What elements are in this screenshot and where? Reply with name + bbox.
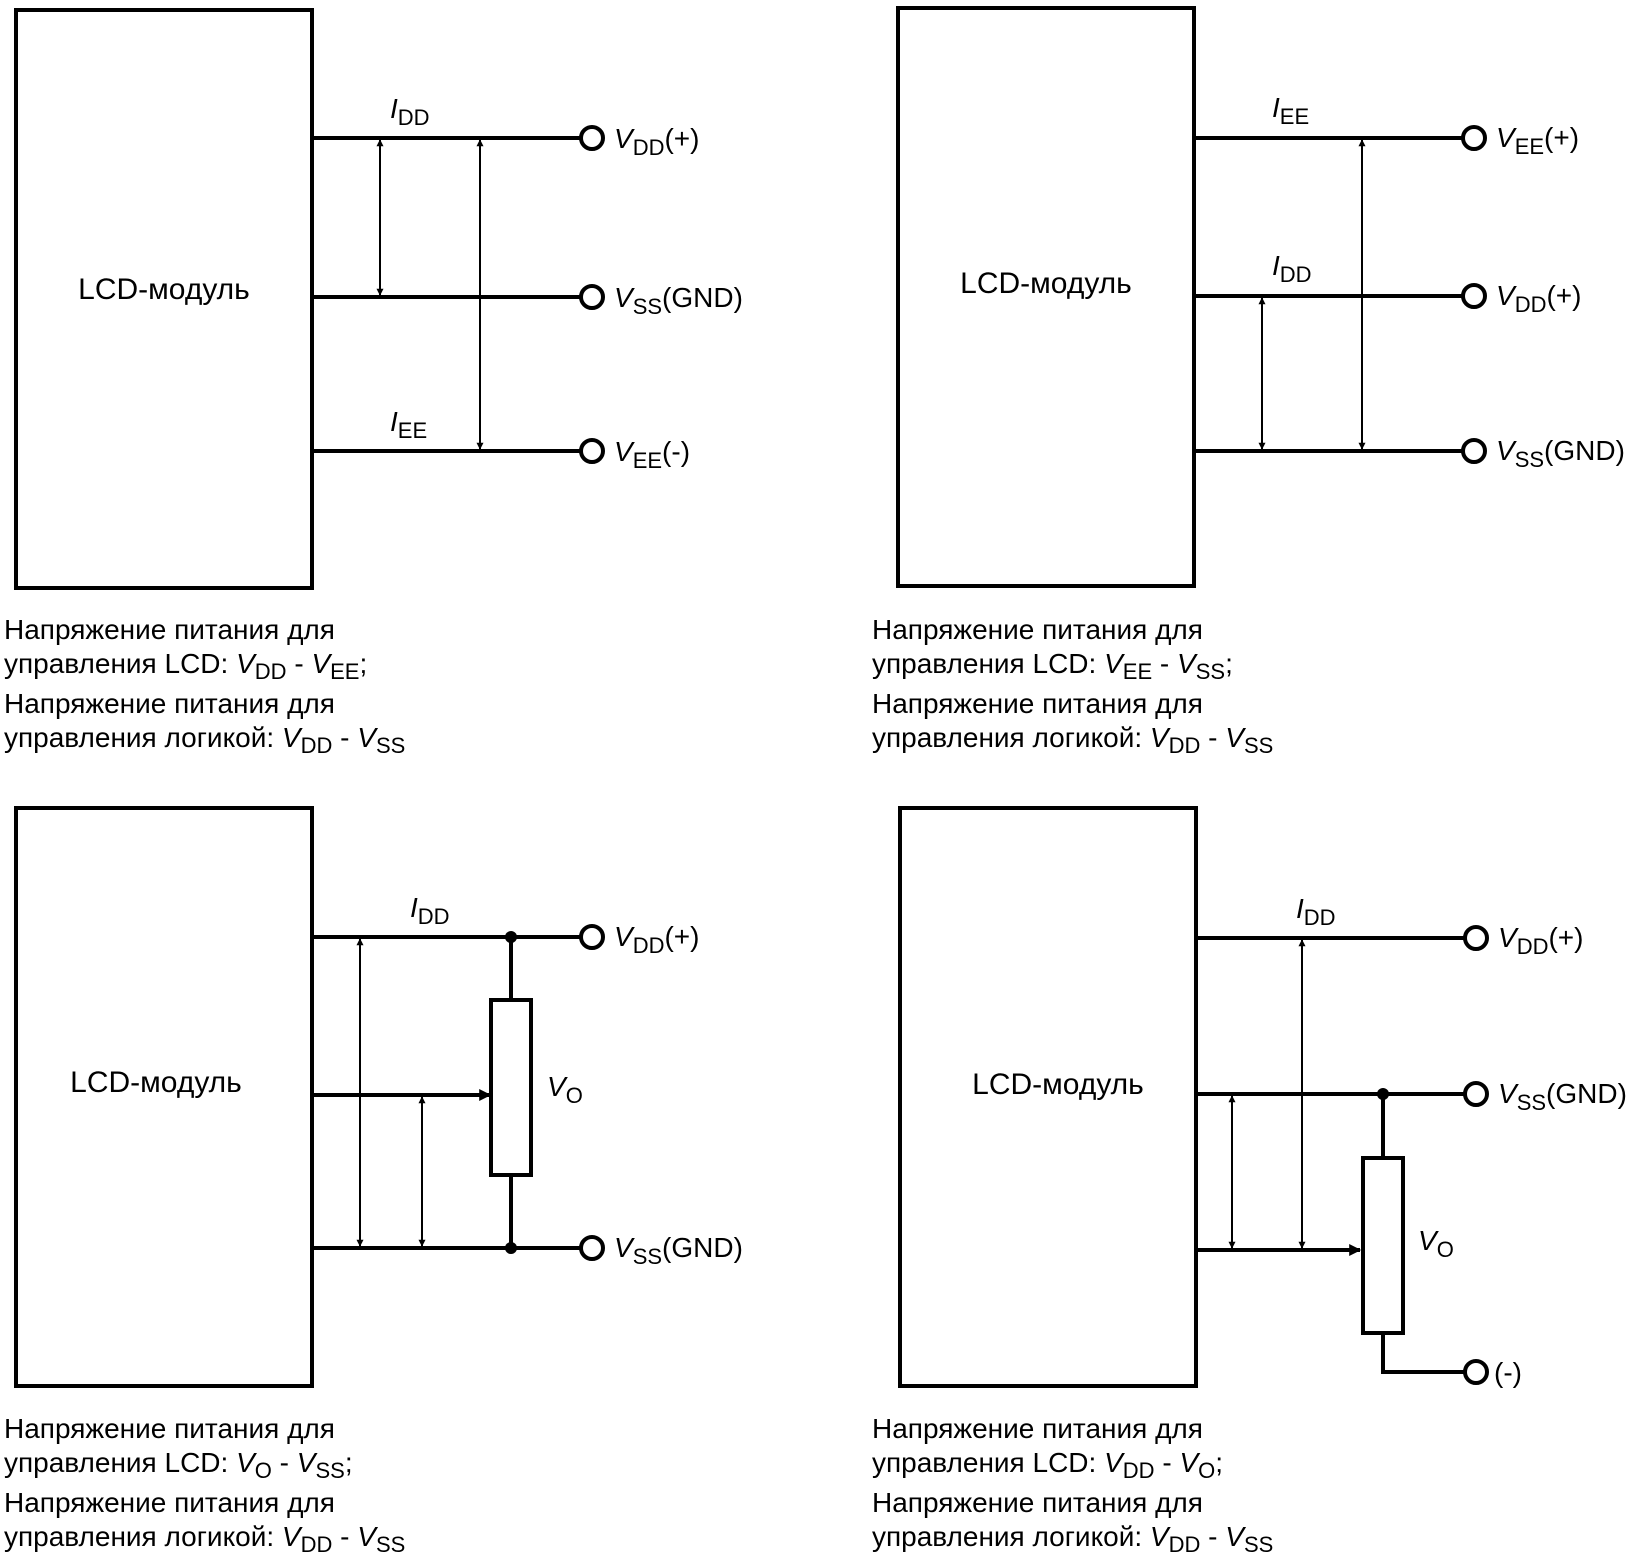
terminal-label-vee: VEE(+) — [1496, 122, 1579, 159]
current-label-idd: IDD — [410, 892, 450, 929]
caption-line: управления LCD: VEE - VSS; — [872, 648, 1233, 684]
resistor-lead-bottom — [1381, 1333, 1464, 1374]
module-label: LCD-модуль — [972, 1068, 1144, 1101]
terminal-label-vdd: VDD(+) — [1496, 280, 1581, 317]
module-label: LCD-модуль — [78, 273, 250, 306]
caption-diagram-4: Напряжение питания для управления LCD: V… — [872, 1412, 1274, 1557]
potentiometer — [489, 998, 533, 1177]
caption-line: Напряжение питания для — [872, 1413, 1203, 1444]
terminal-vdd — [579, 924, 605, 950]
caption-diagram-2: Напряжение питания для управления LCD: V… — [872, 613, 1274, 758]
terminal-vdd — [579, 125, 605, 151]
caption-line: управления LCD: VDD - VO; — [872, 1447, 1224, 1483]
current-label-idd: IDD — [390, 93, 430, 130]
terminal-vee — [579, 438, 605, 464]
terminal-vss — [579, 1235, 605, 1261]
terminal-label-vdd: VDD(+) — [614, 921, 699, 958]
module-label: LCD-модуль — [70, 1066, 242, 1099]
terminal-label-vss: VSS(GND) — [614, 282, 743, 319]
terminal-vee — [1461, 125, 1487, 151]
terminal-label-vee: VEE(-) — [614, 436, 690, 473]
terminal-label-vdd: VDD(+) — [614, 123, 699, 160]
caption-line: Напряжение питания для — [4, 614, 335, 645]
terminal-vss — [1461, 438, 1487, 464]
caption-line: управления логикой: VDD - VSS — [4, 722, 406, 758]
terminal-label-vss: VSS(GND) — [1498, 1078, 1627, 1115]
current-label-iee: IEE — [390, 406, 427, 443]
caption-diagram-1: Напряжение питания для управления LCD: V… — [4, 613, 406, 758]
current-label-idd: IDD — [1272, 250, 1312, 287]
potentiometer — [1361, 1156, 1405, 1335]
caption-line: Напряжение питания для — [4, 1487, 335, 1518]
diagram-1: LCD-модуль IDD IEE VDD(+) VSS(GND) VEE(-… — [14, 8, 743, 590]
caption-line: управления логикой: VDD - VSS — [872, 1521, 1274, 1557]
junction-dot-bottom — [505, 1242, 517, 1254]
caption-line: управления LCD: VO - VSS; — [4, 1447, 353, 1483]
terminal-vss — [579, 284, 605, 310]
caption-line: управления логикой: VDD - VSS — [4, 1521, 406, 1557]
terminal-vdd — [1463, 925, 1489, 951]
diagram-2: LCD-модуль IEE IDD VEE(+) VDD(+) VSS(GND… — [896, 6, 1625, 588]
caption-line: Напряжение питания для — [872, 614, 1203, 645]
resistor-label-vo: VO — [1418, 1225, 1454, 1262]
current-label-idd: IDD — [1296, 893, 1336, 930]
lcd-module-box — [898, 806, 1198, 1388]
caption-diagram-3: Напряжение питания для управления LCD: V… — [4, 1412, 406, 1557]
terminal-vdd — [1461, 283, 1487, 309]
caption-line: управления логикой: VDD - VSS — [872, 722, 1274, 758]
caption-line: Напряжение питания для — [4, 1413, 335, 1444]
junction-dot-top — [505, 931, 517, 943]
terminal-minus — [1463, 1359, 1489, 1385]
resistor-label-vo: VO — [547, 1071, 583, 1108]
terminal-vss — [1463, 1081, 1489, 1107]
current-label-iee: IEE — [1272, 92, 1309, 129]
caption-line: Напряжение питания для — [4, 688, 335, 719]
diagram-3: LCD-модуль IDD VO VDD(+) VSS(GND) — [14, 806, 743, 1388]
terminal-label-minus: (-) — [1494, 1357, 1522, 1388]
terminal-label-vss: VSS(GND) — [614, 1232, 743, 1269]
caption-line: Напряжение питания для — [872, 688, 1203, 719]
caption-line: Напряжение питания для — [872, 1487, 1203, 1518]
terminal-label-vss: VSS(GND) — [1496, 435, 1625, 472]
terminal-label-vdd: VDD(+) — [1498, 922, 1583, 959]
junction-dot — [1377, 1088, 1389, 1100]
diagram-4: LCD-модуль IDD VO VDD(+) VSS(GND) (-) — [898, 806, 1627, 1388]
module-label: LCD-модуль — [960, 267, 1132, 300]
caption-line: управления LCD: VDD - VEE; — [4, 648, 368, 684]
